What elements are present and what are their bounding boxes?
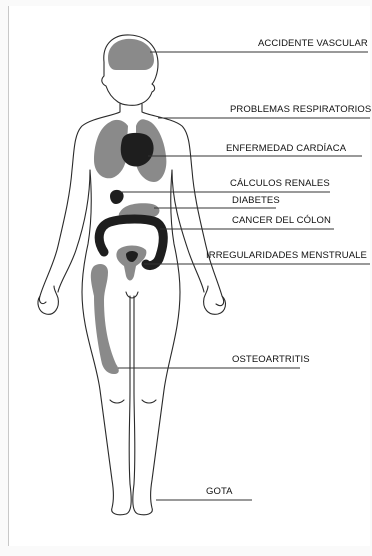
leader-lines: [118, 52, 370, 500]
left-knee: [110, 400, 124, 403]
right-hand: [204, 286, 226, 314]
label-heart: ENFERMEDAD CARDÍACA: [226, 143, 346, 154]
right-knee: [142, 400, 156, 403]
waist-right: [171, 170, 180, 292]
label-diabetes: DIABETES: [232, 195, 280, 206]
left-inner-arm: [58, 170, 90, 292]
brain: [108, 39, 154, 70]
waist-left: [82, 170, 91, 292]
label-menstrual: IRREGULARIDADES MENSTRUALE: [206, 250, 367, 261]
label-gout: GOTA: [206, 486, 233, 497]
label-colon: CANCER DEL CÓLON: [232, 215, 331, 226]
right-leg: [133, 292, 180, 515]
label-stroke: ACCIDENTE VASCULAR: [258, 38, 368, 49]
label-kidney: CÁLCULOS RENALES: [230, 178, 330, 189]
label-respiratory: PROBLEMAS RESPIRATORIOS: [230, 104, 371, 115]
crotch: [126, 292, 138, 298]
left-leg: [82, 292, 131, 515]
right-inner-arm: [172, 170, 204, 292]
label-osteo: OSTEOARTRITIS: [232, 354, 310, 365]
left-hand: [38, 286, 58, 314]
femur: [91, 264, 119, 374]
